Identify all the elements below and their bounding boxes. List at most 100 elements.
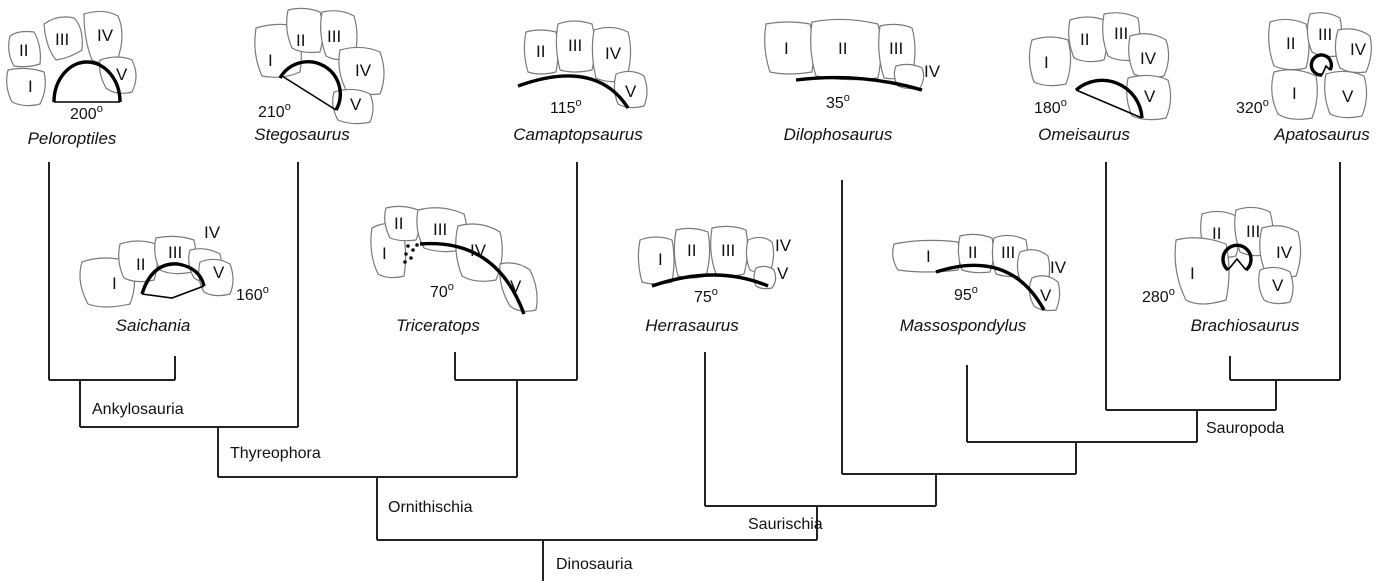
digit-label: V	[777, 264, 789, 283]
digit-label: II	[838, 39, 847, 58]
node-eusaurischia	[842, 473, 1076, 506]
node-titanosauriform	[1230, 379, 1340, 410]
digit-label: III	[1246, 222, 1260, 241]
digit-label: II	[687, 241, 696, 260]
digit-label: IV	[924, 62, 941, 81]
manus-diagram-massospondylus: I II III IV V 95o	[892, 233, 1067, 312]
manus-diagram-saichania: I II III IV V 160o	[79, 223, 269, 308]
digit-label: V	[1272, 276, 1284, 295]
curvature-arc	[1074, 78, 1144, 119]
fossil-dot	[406, 244, 410, 248]
digit-label: IV	[97, 26, 114, 45]
digit-label: V	[350, 95, 362, 114]
metacarpal-outline	[1259, 225, 1302, 279]
taxon-name-peloroptiles: Peloroptiles	[28, 129, 117, 148]
curvature-arc	[278, 60, 342, 111]
digit-label: II	[968, 243, 977, 262]
metacarpal-outline	[764, 21, 815, 75]
taxon-name-apatosaurus: Apatosaurus	[1273, 125, 1370, 144]
metacarpal-outline	[6, 67, 46, 107]
digit-label: II	[536, 42, 545, 61]
digit-label: I	[1190, 264, 1195, 283]
digit-label: I	[112, 274, 117, 293]
arc-chord	[141, 285, 205, 299]
clade-labels: Ankylosauria Thyreophora Ornithischia Sa…	[92, 401, 1284, 573]
node-sauropodomorpha	[967, 441, 1197, 474]
node-ankylosauria	[49, 379, 175, 427]
digit-label: III	[1001, 243, 1015, 262]
metacarpal-outline	[1174, 237, 1230, 305]
metacarpal-outline	[118, 240, 159, 283]
taxon-name-triceratops: Triceratops	[396, 316, 480, 335]
node-thyreophora	[80, 426, 298, 477]
clade-label-dinosauria: Dinosauria	[556, 556, 633, 573]
metacarpal-outline	[384, 205, 421, 242]
digit-label: IV	[470, 241, 487, 260]
metacarpal-outline	[1028, 36, 1072, 87]
manus-diagram-triceratops: I II III IV V 70o	[370, 205, 538, 315]
clade-label-ankylosauria: Ankylosauria	[92, 401, 184, 418]
angle-label: 320o	[1236, 97, 1269, 117]
node-ornithischia	[218, 476, 517, 540]
digit-label: IV	[605, 44, 622, 63]
fossil-dot	[415, 243, 419, 247]
manus-diagram-herrasaurus: I II III IV V 75o	[637, 225, 792, 306]
curvature-arc	[140, 262, 206, 295]
fossil-dot	[403, 260, 407, 264]
digit-label: I	[1044, 53, 1049, 72]
metacarpal-outline	[892, 239, 961, 273]
taxon-name-dilophosaurus: Dilophosaurus	[784, 125, 893, 144]
metacarpal-outline	[338, 46, 385, 96]
metacarpal-outline	[810, 18, 882, 81]
angle-label: 70o	[430, 281, 454, 301]
digit-label: III	[1114, 24, 1128, 43]
metacarpal-outline	[8, 30, 41, 68]
taxon-name-herrasaurus: Herrasaurus	[645, 316, 739, 335]
digit-label: III	[55, 30, 69, 49]
digit-label: III	[327, 27, 341, 46]
digit-label: III	[889, 39, 903, 58]
digit-label: I	[268, 51, 273, 70]
digit-label: III	[433, 220, 447, 239]
clade-label-sauropoda: Sauropoda	[1206, 420, 1284, 437]
digit-label: V	[116, 65, 128, 84]
digit-label: V	[1144, 87, 1156, 106]
metacarpal-outline	[198, 258, 234, 297]
angle-label: 210o	[258, 101, 291, 121]
digit-label: IV	[204, 223, 221, 242]
fossil-dot	[404, 252, 408, 256]
taxon-name-stegosaurus: Stegosaurus	[254, 125, 350, 144]
angle-label: 160o	[236, 284, 269, 304]
arc-chord	[1075, 89, 1143, 119]
clade-label-saurischia: Saurischia	[748, 516, 823, 533]
metacarpal-outline	[637, 236, 675, 285]
manus-diagram-brachiosaurus: II III IV V I 280o	[1142, 206, 1302, 306]
fossil-dot	[411, 248, 415, 252]
metacarpal-outline	[1068, 16, 1108, 63]
manus-diagram-dilophosaurus: I II III IV 35o	[764, 18, 941, 112]
digit-label: V	[213, 263, 225, 282]
angle-label: 200o	[70, 103, 103, 123]
cladogram-tree	[48, 162, 1341, 581]
digit-label: I	[784, 39, 789, 58]
node-sauropoda	[1106, 409, 1276, 442]
digit-label: II	[1080, 30, 1089, 49]
digit-label: IV	[355, 61, 372, 80]
metacarpal-outline	[1268, 18, 1310, 71]
metacarpal-outline	[1128, 33, 1170, 79]
curvature-arc	[935, 263, 1046, 311]
taxon-name-omeisaurus: Omeisaurus	[1038, 125, 1130, 144]
digit-label: II	[19, 41, 28, 60]
curvature-arc	[419, 241, 526, 315]
digit-label: IV	[775, 236, 792, 255]
manus-diagram-camaptopsaurus: II III IV V 115o	[517, 20, 648, 117]
angle-label: 35o	[826, 92, 850, 112]
metacarpal-outline	[332, 88, 374, 125]
curvature-arc	[1221, 243, 1253, 272]
digit-label: IV	[1350, 40, 1367, 59]
digit-label: V	[625, 82, 637, 101]
metacarpal-outline	[43, 16, 83, 61]
digit-label: I	[382, 244, 387, 263]
angle-label: 115o	[550, 97, 582, 117]
